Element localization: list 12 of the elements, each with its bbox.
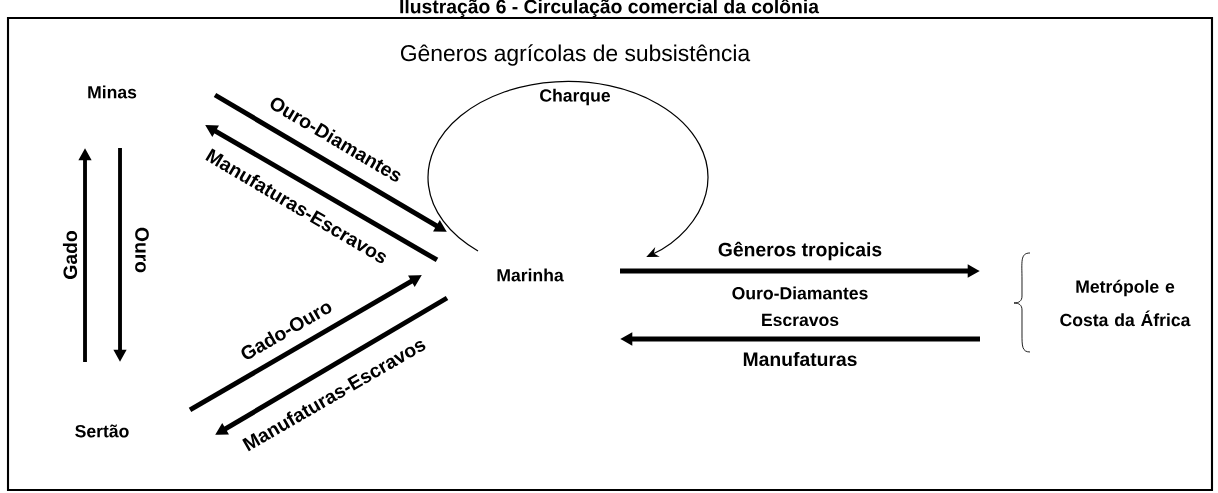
edge-label: Ouro: [135, 227, 149, 273]
edge-label: Gado: [62, 231, 78, 279]
place-label: Sertão: [75, 424, 129, 438]
text-label: Escravos: [762, 313, 839, 327]
place-label: Minas: [88, 85, 137, 99]
edge-label: Gêneros agrícolas de subsistência: [400, 44, 751, 66]
place-label: Marinha: [497, 268, 564, 282]
edge-label: Manufaturas: [743, 351, 857, 367]
brace-group: Metrópole e Costa da África: [1013, 252, 1191, 353]
text-label: Charque: [540, 88, 611, 106]
text-label: Ouro-Diamantes: [732, 286, 868, 300]
edge-label: Gêneros tropicais: [718, 241, 882, 261]
